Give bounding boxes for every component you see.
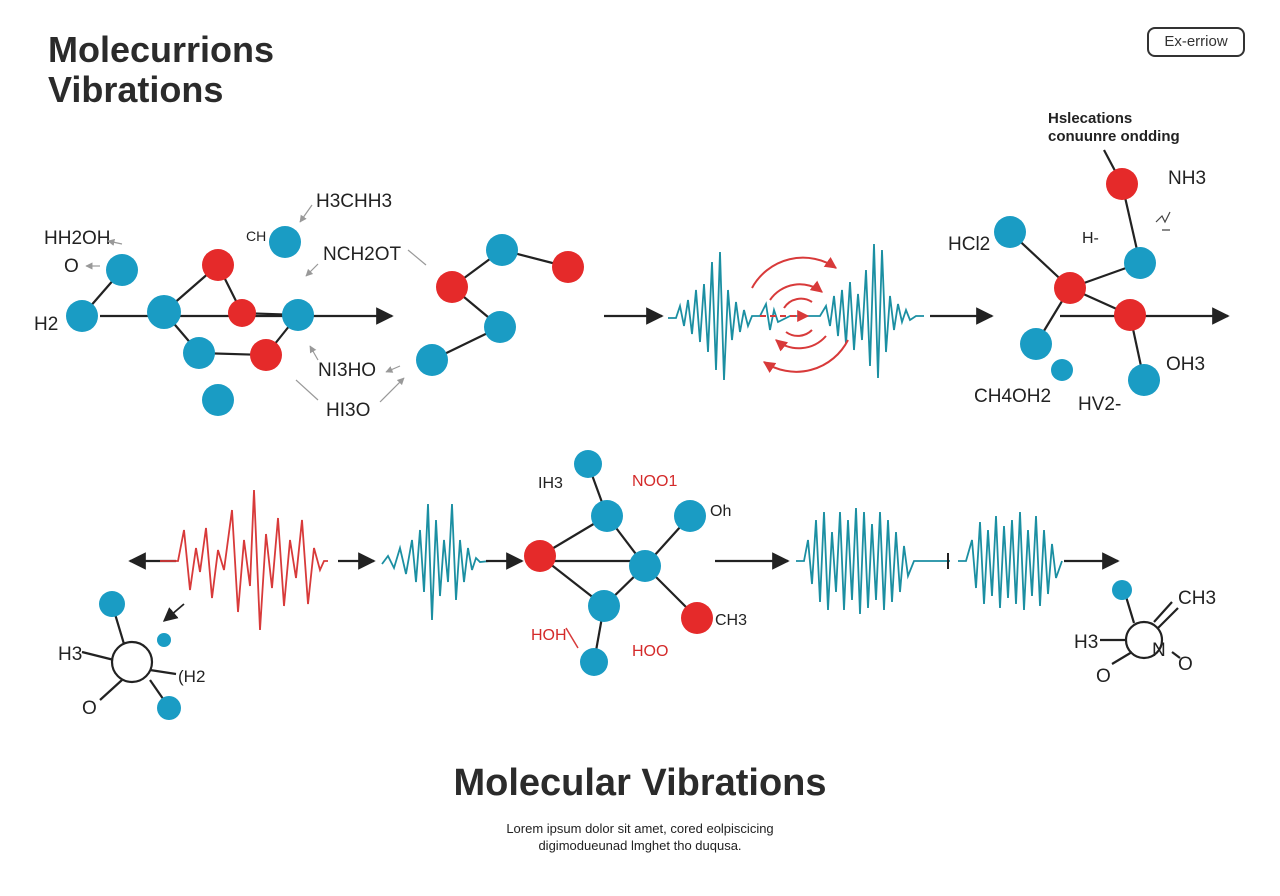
label-h-dash: H- (1082, 230, 1099, 247)
title-line-1: Molecurrions (48, 29, 275, 70)
vibration-wave-1 (668, 243, 924, 381)
label-oh3: OH3 (1166, 354, 1205, 375)
label-hv2: HV2- (1078, 394, 1121, 415)
vibration-wave-red (160, 489, 328, 631)
atom-blue (147, 295, 181, 329)
molecule-2 (431, 248, 569, 361)
atom-blue (1051, 359, 1073, 381)
molecule-6 (1100, 589, 1181, 665)
label-nch2ot: NCH2OT (323, 244, 402, 265)
atom-blue (202, 384, 234, 416)
label-h3-br: H3 (1074, 632, 1098, 653)
label-o-br-2: O (1178, 654, 1193, 675)
label-h2-bl: (H2 (178, 667, 205, 686)
label-hoo: HOO (632, 643, 668, 660)
label-hoh: HOH (531, 627, 567, 644)
atom-red (228, 299, 256, 327)
pointer-arrows (85, 204, 427, 403)
label-hcl2: HCl2 (948, 234, 990, 255)
label-n-br: N (1152, 640, 1166, 661)
atom-red (524, 540, 556, 572)
caption: Lorem ipsum dolor sit amet, cored eolpis… (0, 820, 1280, 854)
expand-button[interactable]: Ex-erriow (1147, 27, 1245, 57)
atom-blue (588, 590, 620, 622)
vibration-wave-4 (958, 511, 1063, 611)
atom-red (1054, 272, 1086, 304)
atom-red (681, 602, 713, 634)
side-note-line-2: conuunre ondding (1048, 128, 1180, 145)
label-o-br-1: O (1096, 666, 1111, 687)
page-title: Molecurrions Vibrations (48, 30, 274, 110)
label-nh3-right: NH3 (1168, 168, 1206, 189)
atom-blue (486, 234, 518, 266)
molecule-5 (81, 603, 177, 707)
label-ih3: IH3 (538, 475, 563, 492)
atom-blue (580, 648, 608, 676)
atom-blue (99, 591, 125, 617)
label-o-left: O (64, 256, 79, 277)
caption-line-1: Lorem ipsum dolor sit amet, cored eolpis… (506, 821, 774, 836)
atom-blue (157, 696, 181, 720)
side-note-line-1: Hslecations (1048, 110, 1133, 127)
atom-blue (994, 216, 1026, 248)
atom-red (1106, 168, 1138, 200)
title-line-2: Vibrations (48, 69, 224, 110)
atom-blue (1124, 247, 1156, 279)
atom-blue (674, 500, 706, 532)
label-h2-left: H2 (34, 314, 58, 335)
caption-line-2: digimodueunad lmghet tho duqusa. (538, 838, 742, 853)
atom-blue (591, 500, 623, 532)
label-ch3-br: CH3 (1178, 588, 1216, 609)
label-h3-bl: H3 (58, 644, 82, 665)
label-hi3o: HI3O (326, 400, 370, 421)
atom-red (436, 271, 468, 303)
atom-blue (484, 311, 516, 343)
label-h3chh3: H3CHH3 (316, 191, 392, 212)
atom-blue (282, 299, 314, 331)
label-noo1: NOO1 (632, 473, 677, 490)
atom-blue (1112, 580, 1132, 600)
atom-blue (183, 337, 215, 369)
main-title: Molecular Vibrations (453, 762, 827, 804)
atom-blue (1128, 364, 1160, 396)
atom-red (1114, 299, 1146, 331)
label-ch3-mid: CH3 (715, 612, 747, 629)
atom-red (552, 251, 584, 283)
atom-blue (269, 226, 301, 258)
atom-blue (574, 450, 602, 478)
label-ch4oh2: CH4OH2 (974, 386, 1051, 407)
side-note: Hslecations conuunre ondding (1048, 110, 1180, 146)
vibration-wave-3 (796, 507, 950, 615)
label-ch: CH (246, 228, 266, 244)
label-nh3ho: NI3HO (318, 360, 376, 381)
atom-blue (66, 300, 98, 332)
atom-red (202, 249, 234, 281)
squiggle-icon (1155, 211, 1171, 231)
arrow-small (162, 603, 185, 622)
molecule-1-atoms (66, 226, 314, 416)
label-oh-small: Oh (710, 503, 731, 520)
vibration-wave-2 (381, 503, 491, 621)
atom-red (250, 339, 282, 371)
atom-blue (416, 344, 448, 376)
vibration-rings (751, 256, 849, 373)
label-h2oh: HH2OH (44, 228, 111, 249)
atom-blue (106, 254, 138, 286)
red-tick (565, 627, 579, 649)
atom-blue (157, 633, 171, 647)
atom-blue (1020, 328, 1052, 360)
label-o-bl: O (82, 698, 97, 719)
atom-blue (629, 550, 661, 582)
